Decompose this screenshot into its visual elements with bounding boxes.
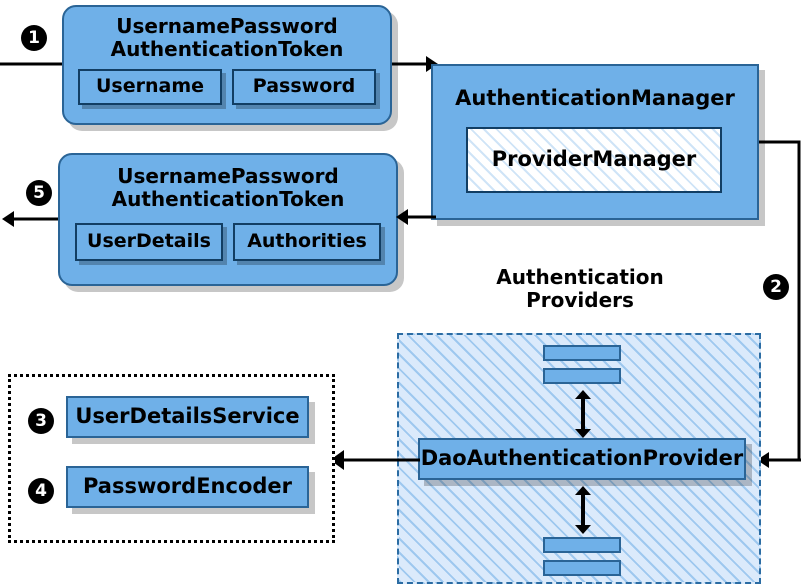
providers-caption: Authentication Providers bbox=[496, 265, 664, 312]
step-badge-3: 3 bbox=[28, 408, 54, 434]
step-badge-4: 4 bbox=[28, 478, 54, 504]
step-badge-5: 5 bbox=[26, 180, 52, 206]
arrow-provider-to-services bbox=[330, 450, 420, 470]
request-token-box: UsernamePassword AuthenticationToken Use… bbox=[62, 5, 392, 125]
password-encoder-box: PasswordEncoder bbox=[66, 466, 309, 508]
provider-stub-top-2 bbox=[543, 368, 621, 384]
arrow-double-bottom bbox=[575, 486, 591, 534]
request-token-field-password: Password bbox=[232, 69, 376, 105]
arrow-into-dao-provider bbox=[757, 452, 801, 468]
response-token-title: UsernamePassword AuthenticationToken bbox=[111, 164, 345, 211]
provider-stub-bottom-1 bbox=[543, 537, 621, 553]
response-token-field-userdetails: UserDetails bbox=[75, 223, 223, 261]
step-badge-2: 2 bbox=[763, 274, 789, 300]
response-token-box: UsernamePassword AuthenticationToken Use… bbox=[58, 153, 398, 286]
authentication-manager-title: AuthenticationManager bbox=[455, 86, 735, 110]
arrow-response-out bbox=[2, 211, 60, 227]
arrow-request-in bbox=[0, 62, 68, 66]
request-token-title: UsernamePassword AuthenticationToken bbox=[110, 14, 344, 61]
authentication-manager-box: AuthenticationManager ProviderManager bbox=[431, 64, 759, 220]
provider-manager-box: ProviderManager bbox=[466, 127, 722, 193]
provider-stub-bottom-2 bbox=[543, 560, 621, 576]
user-details-service-box: UserDetailsService bbox=[66, 396, 309, 438]
step-badge-1: 1 bbox=[21, 25, 47, 51]
arrow-double-top bbox=[575, 390, 591, 438]
arrow-manager-to-token bbox=[396, 209, 436, 225]
response-token-field-authorities: Authorities bbox=[233, 223, 381, 261]
dao-authentication-provider-box: DaoAuthenticationProvider bbox=[418, 438, 746, 480]
provider-stub-top-1 bbox=[543, 345, 621, 361]
request-token-field-username: Username bbox=[78, 69, 222, 105]
arrow-manager-to-providers bbox=[759, 140, 801, 460]
